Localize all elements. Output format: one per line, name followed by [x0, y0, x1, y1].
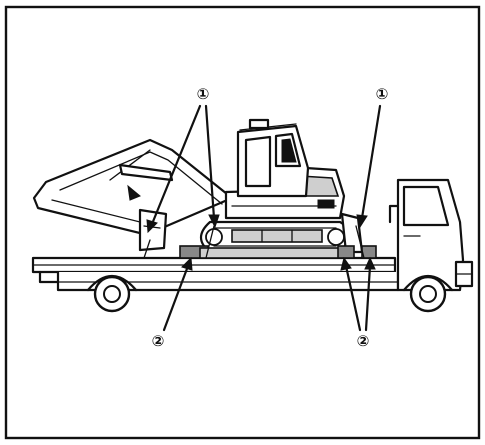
- rear-wheel: [86, 275, 138, 313]
- excavator: [32, 118, 364, 254]
- truck-deck: [31, 256, 400, 292]
- excavator-cab-door-window: [244, 135, 272, 188]
- flatbed-truck: [31, 178, 474, 313]
- truck-cab: [388, 178, 474, 292]
- excavator-cab: [236, 118, 310, 198]
- bucket: [138, 208, 168, 252]
- arrow-tie-down-front: [360, 104, 382, 220]
- wheel-chocks: [179, 245, 377, 259]
- arrowhead-tie-down-mid: [208, 214, 220, 229]
- callout-chock-right: ②: [340, 256, 376, 350]
- callout-label-tie-down-left: ①: [197, 85, 210, 103]
- arrowhead-chock-rear: [181, 256, 193, 271]
- callout-tie-down-left: ①: [146, 85, 220, 234]
- callout-label-chock-left: ②: [152, 332, 165, 350]
- callout-tie-down-right: ①: [356, 85, 389, 229]
- arrow-chock-front-left: [344, 264, 362, 332]
- callout-chock-left: ②: [152, 256, 193, 350]
- arrow-chock-front-right: [364, 264, 372, 332]
- arrow-tie-down-rear: [150, 104, 202, 226]
- arrow-chock-rear: [162, 264, 190, 332]
- excavator-tracks: [199, 220, 351, 254]
- callout-label-chock-right: ②: [357, 332, 370, 350]
- diagram-border: [4, 5, 481, 440]
- chock-front-left: [337, 245, 355, 259]
- arrowhead-tie-down-front: [356, 214, 368, 229]
- arrowhead-chock-front-left: [340, 256, 352, 271]
- tie-down-chains: [143, 225, 365, 259]
- track-block: [199, 247, 353, 259]
- cab-window: [402, 185, 450, 227]
- arrow-tie-down-mid: [204, 104, 216, 220]
- excavator-boom-arm: [32, 138, 234, 252]
- front-wheel: [402, 275, 454, 313]
- arrowhead-chock-front-right: [364, 256, 376, 270]
- arrowhead-tie-down-rear: [146, 219, 158, 234]
- callout-label-tie-down-right: ①: [376, 85, 389, 103]
